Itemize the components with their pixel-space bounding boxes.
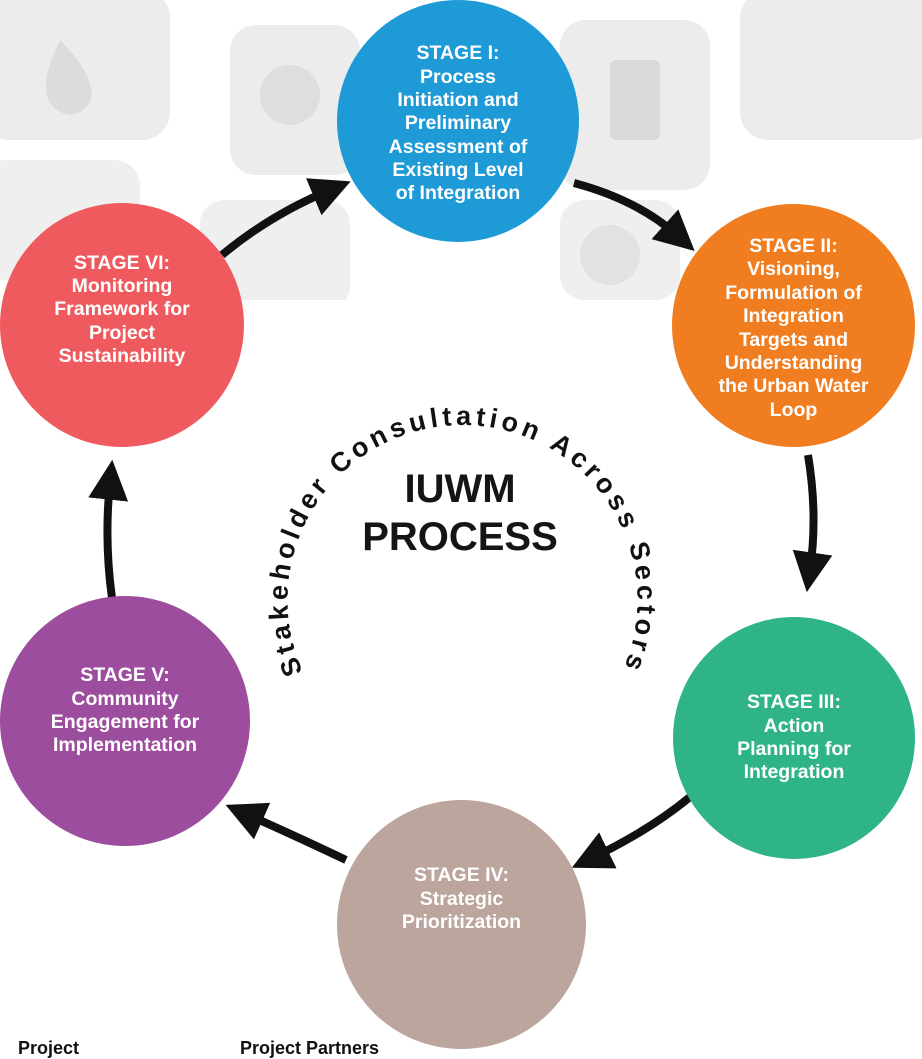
cycle-arrows (88, 178, 833, 869)
leaf-tile-icon (740, 0, 922, 140)
water-drop-icon (46, 40, 92, 115)
factory-tile-icon (200, 200, 350, 300)
stage-3-circle: STAGE III: Action Planning for Integrati… (673, 617, 915, 859)
fuel-pump-icon (610, 60, 660, 140)
stage-6-circle: STAGE VI: Monitoring Framework for Proje… (0, 203, 244, 447)
stage-5-label: STAGE V: Community Engagement for Implem… (50, 664, 200, 757)
stage-3-label: STAGE III: Action Planning for Integrati… (737, 691, 851, 784)
stage-2-label: STAGE II: Visioning, Formulation of Inte… (718, 234, 869, 421)
stage-5-circle: STAGE V: Community Engagement for Implem… (0, 596, 250, 846)
arrow-5-to-6 (88, 459, 129, 599)
arrow-6-to-1 (219, 178, 351, 259)
arrow-3-to-4 (571, 793, 693, 869)
stage-4-circle: STAGE IV: Strategic Prioritization (337, 800, 586, 1049)
center-title: IUWM PROCESS (362, 467, 558, 559)
arrow-4-to-5 (225, 802, 348, 864)
sun-icon (580, 225, 640, 285)
stage-1-circle: STAGE I: Process Initiation and Prelimin… (337, 0, 579, 242)
person-icon (260, 65, 320, 125)
stage-6-label: STAGE VI: Monitoring Framework for Proje… (54, 251, 190, 368)
stage-2-circle: STAGE II: Visioning, Formulation of Inte… (672, 204, 915, 447)
arrow-1-to-2 (572, 179, 695, 251)
water-drop-tile-icon (0, 0, 170, 140)
stage-1-label: STAGE I: Process Initiation and Prelimin… (388, 42, 528, 205)
footer-partners-label: Project Partners (240, 1038, 380, 1058)
footer-project-label: Project (18, 1038, 80, 1058)
arrow-2-to-3 (792, 454, 833, 593)
stage-4-label: STAGE IV: Strategic Prioritization (401, 864, 522, 934)
